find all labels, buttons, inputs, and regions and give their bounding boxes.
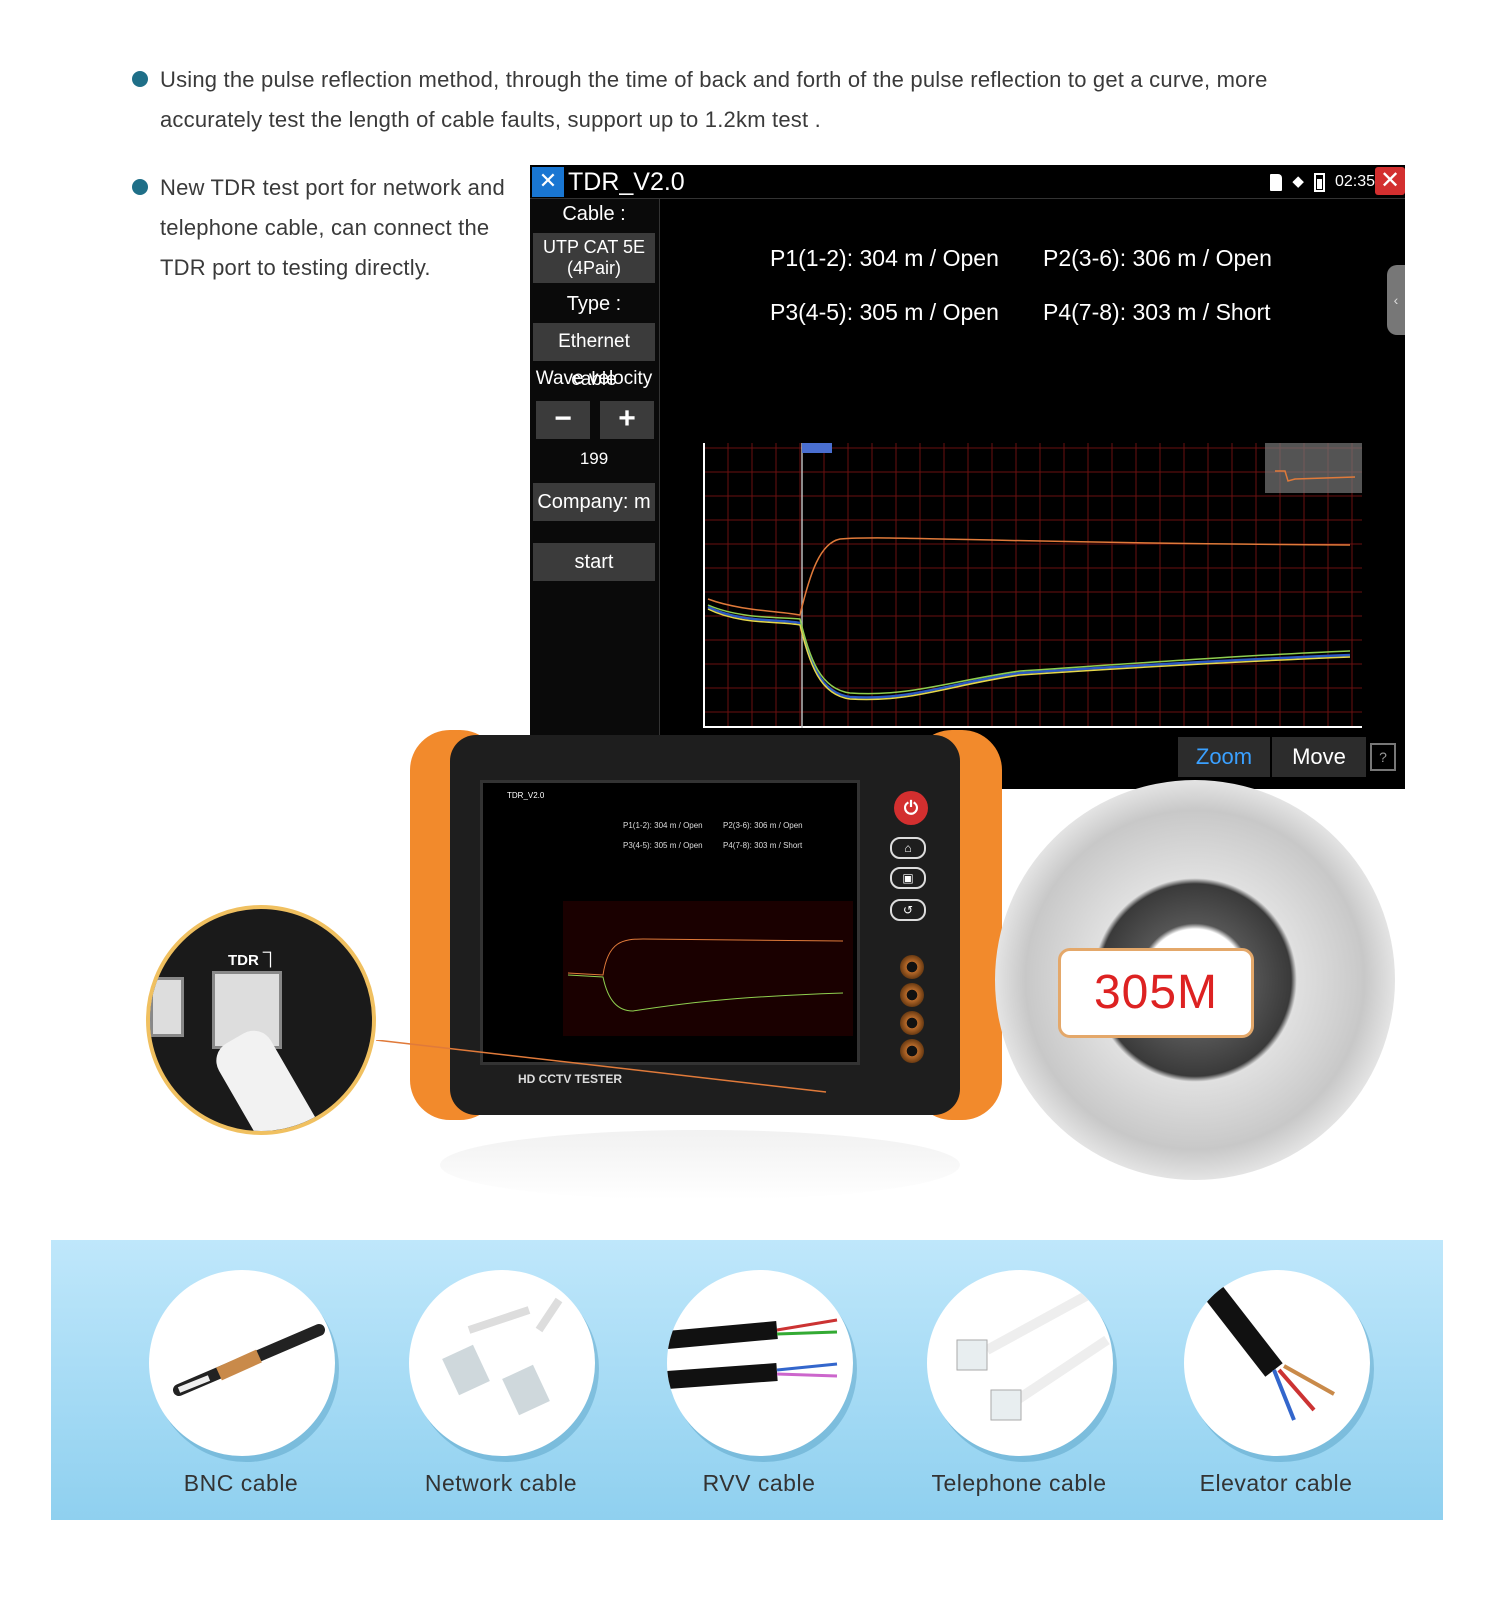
cable-type-bnc: BNC cable: [131, 1240, 351, 1520]
tester-device: TDR_V2.0 P1(1-2): 304 m / Open P2(3-6): …: [410, 730, 1002, 1120]
unit-select-button[interactable]: Company: m: [533, 483, 655, 521]
bnc-port-2: [900, 983, 924, 1007]
move-button[interactable]: Move: [1272, 737, 1366, 777]
tdr-port-closeup: TDR ⏋: [146, 905, 376, 1135]
bullet-tdr-port: New TDR test port for network and teleph…: [132, 168, 520, 288]
mini-title: TDR_V2.0: [507, 791, 545, 800]
overview-trace: [1275, 470, 1356, 482]
bullet-text: Using the pulse reflection method, throu…: [160, 67, 1268, 132]
velocity-minus-button[interactable]: −: [536, 401, 590, 439]
mini-result-p1: P1(1-2): 304 m / Open: [623, 821, 703, 830]
cable-type-label: Telephone cable: [931, 1470, 1107, 1496]
overview-thumbnail[interactable]: [1265, 443, 1362, 493]
chevron-left-icon[interactable]: ‹: [1387, 265, 1405, 335]
back-icon[interactable]: ↺: [890, 899, 926, 921]
title-bar: ✕ TDR_V2.0 ◆ 02:35 ✕: [530, 165, 1405, 199]
tdr-port-label: TDR ⏋: [228, 952, 278, 969]
cable-types-panel: BNC cable Network cable RVV cable Teleph…: [51, 1240, 1443, 1520]
callout-line: [376, 1040, 827, 1093]
plot-grid: [703, 443, 1362, 728]
result-p4: P4(7-8): 303 m / Short: [1043, 299, 1271, 326]
bullet-pulse-method: Using the pulse reflection method, throu…: [132, 60, 1310, 140]
result-length: 304 m /: [859, 245, 937, 271]
screenshot-icon[interactable]: ▣: [890, 867, 926, 889]
close-icon[interactable]: ✕: [1375, 167, 1405, 195]
cable-select-button[interactable]: UTP CAT 5E (4Pair): [533, 233, 655, 283]
device-model-label: HD CCTV TESTER: [518, 1072, 623, 1086]
cable-type-label: Elevator cable: [1199, 1470, 1353, 1496]
cable-type-label: RVV cable: [702, 1470, 816, 1496]
cable-type-label: BNC cable: [183, 1470, 299, 1496]
bullet-text: New TDR test port for network and teleph…: [160, 175, 505, 280]
result-pair: P4(7-8):: [1043, 299, 1127, 325]
result-length: 305 m /: [859, 299, 937, 325]
device-reflection: [440, 1130, 960, 1200]
result-pair: P3(4-5):: [770, 299, 854, 325]
sd-card-icon: [1270, 173, 1283, 191]
trace-pair-4: [707, 608, 1351, 701]
network-cable-image: [409, 1270, 595, 1456]
result-pair: P2(3-6):: [1043, 245, 1127, 271]
velocity-value: 199: [579, 449, 609, 468]
result-pair: P1(1-2):: [770, 245, 854, 271]
zoom-button[interactable]: Zoom: [1178, 737, 1270, 777]
result-p1: P1(1-2): 304 m / Open: [770, 245, 999, 272]
settings-sidebar: Cable : UTP CAT 5E (4Pair) Type : Ethern…: [530, 199, 660, 789]
result-p2: P2(3-6): 306 m / Open: [1043, 245, 1272, 272]
cable-label: Cable :: [562, 203, 626, 225]
bullet-dot-icon: [132, 179, 148, 195]
trace-pair-3: [707, 604, 1351, 695]
cable-length-badge: 305M: [1058, 948, 1254, 1038]
cursor-marker[interactable]: [802, 443, 832, 453]
cable-type-label: Network cable: [424, 1470, 578, 1496]
mini-waveform: [563, 901, 853, 1036]
help-icon[interactable]: ?: [1370, 743, 1396, 771]
cable-value-line2: (4Pair): [566, 258, 621, 278]
trace-pair-1: [707, 537, 1351, 616]
trace-pair-2: [707, 605, 1351, 699]
bnc-port-1: [900, 955, 924, 979]
result-length: 306 m /: [1132, 245, 1210, 271]
telephone-cable-image: [927, 1270, 1113, 1456]
clock: 02:35: [1334, 173, 1375, 190]
velocity-plus-button[interactable]: +: [600, 401, 654, 439]
wave-velocity-label: Wave velocity: [535, 368, 653, 389]
cable-value-line1: UTP CAT 5E: [542, 237, 646, 257]
waveform-plot[interactable]: [690, 443, 1362, 728]
type-label: Type :: [566, 293, 622, 315]
elevator-cable-image: [1184, 1270, 1370, 1456]
cable-type-rvv: RVV cable: [649, 1240, 869, 1520]
result-status: Open: [942, 245, 999, 271]
battery-icon: [1313, 172, 1325, 192]
app-title: TDR_V2.0: [568, 168, 685, 196]
bnc-cable-image: [149, 1270, 335, 1456]
bnc-port-4: [900, 1039, 924, 1063]
result-status: Open: [1215, 245, 1272, 271]
mini-result-p3: P3(4-5): 305 m / Open: [623, 841, 703, 850]
cable-type-elevator: Elevator cable: [1166, 1240, 1386, 1520]
bnc-port-3: [900, 1011, 924, 1035]
result-p3: P3(4-5): 305 m / Open: [770, 299, 999, 326]
cable-type-telephone: Telephone cable: [909, 1240, 1129, 1520]
type-select-button[interactable]: Ethernet cable: [533, 323, 655, 390]
bullet-dot-icon: [132, 71, 148, 87]
tdr-app-window: ✕ TDR_V2.0 ◆ 02:35 ✕ Cable : UTP CAT 5E …: [530, 165, 1405, 789]
device-screen: TDR_V2.0 P1(1-2): 304 m / Open P2(3-6): …: [480, 780, 860, 1065]
start-button[interactable]: start: [533, 543, 655, 581]
rvv-cable-image: [667, 1270, 853, 1456]
result-status: Open: [942, 299, 999, 325]
wifi-icon: ◆: [1292, 173, 1304, 190]
rj45-port-left: [150, 977, 184, 1037]
app-logo-icon: ✕: [532, 167, 564, 197]
status-bar: ◆ 02:35: [1270, 168, 1375, 196]
power-icon[interactable]: ⏻: [894, 791, 928, 825]
mini-result-p4: P4(7-8): 303 m / Short: [723, 841, 803, 850]
mini-result-p2: P2(3-6): 306 m / Open: [723, 821, 803, 830]
home-icon[interactable]: ⌂: [890, 837, 926, 859]
cable-type-network: Network cable: [391, 1240, 611, 1520]
result-length: 303 m /: [1132, 299, 1210, 325]
result-status: Short: [1215, 299, 1271, 325]
